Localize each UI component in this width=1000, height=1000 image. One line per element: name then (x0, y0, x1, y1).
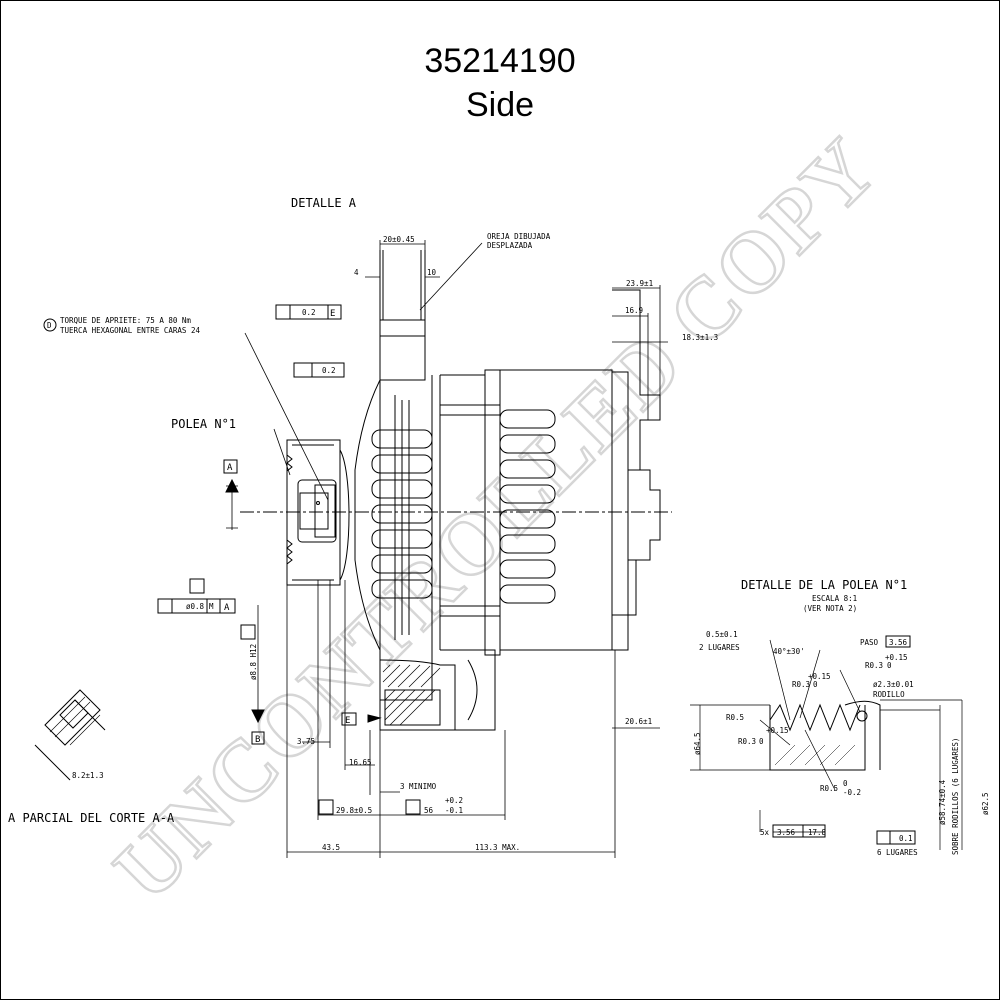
datum-e-triangle (367, 714, 382, 723)
tol-0-a: 0 (887, 661, 892, 670)
polea-label: POLEA N°1 (171, 417, 236, 431)
dim-angle: 40°±30' (773, 647, 805, 656)
r03-mid: R0.3 (792, 680, 810, 689)
rodillo-label: RODILLO (873, 690, 905, 699)
ver-nota-label: (VER NOTA 2) (803, 604, 857, 613)
part-number-title: 35214190 (424, 42, 576, 80)
dim-64-5: ø64.5 (693, 732, 702, 755)
detalle-polea-label: DETALLE DE LA POLEA N°1 (741, 578, 907, 592)
dim-3-75: 3.75 (297, 737, 315, 746)
datum-a-letter: A (227, 463, 233, 473)
fcf-parallel-datum: E (330, 309, 335, 319)
fcf-flat-tol: 0.2 (322, 366, 336, 375)
dos-lugares-label: 2 LUGARES (699, 643, 740, 652)
pulley-detail-hatch (774, 744, 856, 766)
corte-label: A PARCIAL DEL CORTE A-A (8, 811, 175, 825)
paso-label: PASO (860, 638, 879, 647)
dim-tol-plus: +0.2 (445, 796, 463, 805)
dim-17-8: 17.8 (808, 828, 827, 837)
r05-left: R0.5 (726, 713, 744, 722)
dim-23-9: 23.9±1 (626, 279, 653, 288)
rodillo-dia: ø2.3±0.01 (873, 680, 914, 689)
dim-56: 56 (424, 806, 434, 815)
torque-note-2: TUERCA HEXAGONAL ENTRE CARAS 24 (60, 326, 200, 335)
dim-minimo: 3 MINIMO (400, 782, 437, 791)
dim-113: 113.3 MAX. (475, 843, 520, 852)
dim-16-65: 16.65 (349, 758, 372, 767)
detalle-a-label: DETALLE A (291, 196, 357, 210)
tol-015-a: +0.15 (885, 653, 908, 662)
escala-label: ESCALA 8:1 (812, 594, 857, 603)
dim-10: 10 (427, 268, 437, 277)
dim-8-8-h12: ø8.8 H12 (249, 644, 258, 680)
dim-8-2: 8.2±1.3 (72, 771, 104, 780)
fcf-mmc-symbol: M (209, 602, 214, 611)
fcf-position-datum: A (224, 603, 230, 613)
oreja-note-1: OREJA DIBUJADA (487, 232, 551, 241)
oreja-note-2: DESPLAZADA (487, 241, 533, 250)
tol-m02: -0.2 (843, 788, 861, 797)
datum-b-triangle (251, 709, 265, 724)
sobre-rodillos-label: SOBRE RODILLOS (6 LUGARES) (951, 738, 960, 855)
dim-16-9: 16.9 (625, 306, 643, 315)
fcf-position-tol: ø0.8 (186, 602, 205, 611)
dim-0-5: 0.5±0.1 (706, 630, 738, 639)
datum-e-letter: E (345, 716, 350, 726)
r03-top: R0.3 (865, 661, 883, 670)
tol-015-b: +0.15 (808, 672, 831, 681)
dim-20-6: 20.6±1 (625, 717, 652, 726)
r05-bottom: R0.5 (820, 784, 838, 793)
dim-3-56: 3.56 (777, 828, 796, 837)
tol-015-c: +0.15 (766, 726, 789, 735)
fcf-parallel-tol: 0.2 (302, 308, 316, 317)
alternator-body (354, 250, 661, 731)
pulley-groove-detail (690, 639, 963, 850)
dim-58-7: ø58.74±0.4 (938, 779, 947, 825)
datum-b-letter: B (255, 735, 260, 745)
r03-low: R0.3 (738, 737, 756, 746)
dim-18-3: 18.3±1.3 (682, 333, 718, 342)
view-title: Side (465, 86, 535, 124)
dim-62-5: ø62.5 (981, 792, 990, 815)
dim-5x: 5x (760, 828, 770, 837)
dim-29-8: 29.8±0.5 (336, 806, 372, 815)
note-d-letter: D (47, 321, 52, 330)
dim-20: 20±0.45 (383, 235, 415, 244)
note-d-circle (43, 318, 57, 332)
feature-control-frames (157, 304, 916, 845)
datum-a-triangle (225, 478, 239, 493)
fcf-runout-tol: 0.1 (899, 834, 913, 843)
dim-4: 4 (354, 268, 359, 277)
tol-0-c: 0 (759, 737, 764, 746)
partial-section-a-a (34, 689, 106, 781)
tol-0-b: 0 (813, 680, 818, 689)
section-hatching (382, 664, 441, 726)
dim-43-5: 43.5 (322, 843, 340, 852)
seis-lugares-label: 6 LUGARES (877, 848, 918, 857)
torque-note-1: TORQUE DE APRIETE: 75 A 80 Nm (60, 316, 191, 325)
pulley-outline (286, 439, 350, 586)
paso-value: 3.56 (889, 638, 908, 647)
tol-0-d: 0 (843, 779, 848, 788)
dim-tol-minus: -0.1 (445, 806, 463, 815)
